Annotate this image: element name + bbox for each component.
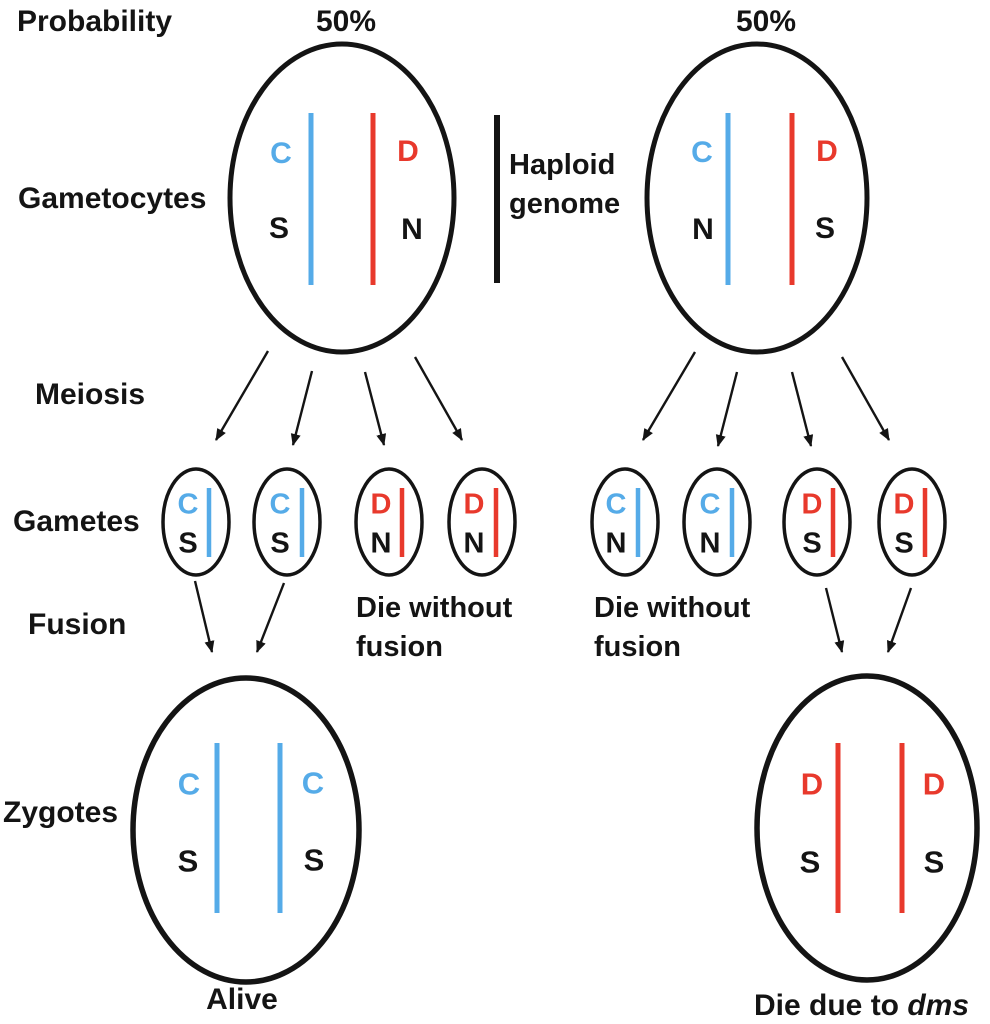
- gamete-cell: [161, 467, 231, 577]
- allele-letter: C: [605, 488, 627, 521]
- left-zygote-cell: [130, 675, 362, 985]
- meiosis-arrow: [413, 356, 464, 441]
- gamete-cell: [354, 467, 424, 577]
- right-probability-value: 50%: [735, 5, 797, 38]
- right-die-without-fusion-note: Die without fusion: [594, 592, 751, 663]
- meiosis-arrow: [214, 350, 270, 441]
- gamete-cell: [590, 467, 660, 577]
- allele-letter: N: [370, 527, 392, 560]
- allele-letter: N: [605, 527, 627, 560]
- allele-letter: D: [922, 766, 946, 802]
- meiosis-arrow: [290, 370, 314, 446]
- row-label-gametes: Gametes: [13, 505, 140, 538]
- dms-gene-name: dms: [907, 989, 970, 1022]
- allele-letter: S: [802, 527, 822, 560]
- fusion-arrow: [255, 582, 286, 653]
- fusion-arrow: [824, 587, 845, 653]
- left-gametocyte-cell: [227, 41, 457, 355]
- allele-letter: C: [177, 488, 199, 521]
- gamete-cell: [782, 467, 852, 577]
- row-label-probability: Probability: [17, 5, 173, 38]
- allele-letter: D: [397, 135, 419, 168]
- meiosis-arrow: [363, 371, 387, 446]
- right-gametocyte-cell: [644, 41, 870, 355]
- allele-letter: C: [699, 488, 721, 521]
- allele-letter: C: [269, 488, 291, 521]
- allele-letter: D: [801, 488, 823, 521]
- fusion-arrow: [886, 587, 913, 653]
- allele-letter: D: [893, 488, 915, 521]
- allele-letter: C: [270, 137, 292, 170]
- gamete-cell: [877, 467, 947, 577]
- allele-letter: D: [370, 488, 392, 521]
- allele-letter: S: [894, 527, 914, 560]
- allele-letter: N: [692, 213, 714, 246]
- meiosis-arrow: [790, 371, 814, 447]
- allele-letter: D: [800, 766, 824, 802]
- gamete-cell: [447, 467, 517, 577]
- allele-letter: S: [303, 842, 325, 878]
- gamete-cell: [682, 467, 752, 577]
- left-probability-value: 50%: [315, 5, 377, 38]
- row-label-zygotes: Zygotes: [3, 796, 119, 829]
- row-label-fusion: Fusion: [28, 608, 127, 641]
- left-die-without-fusion-note: Die without fusion: [356, 592, 513, 663]
- allele-letter: S: [270, 527, 290, 560]
- gamete-cell: [252, 467, 322, 577]
- fusion-arrow: [193, 580, 215, 653]
- allele-letter: C: [691, 136, 713, 169]
- allele-letter: N: [401, 213, 423, 246]
- haploid-genome-label: Haploid genome: [509, 149, 621, 220]
- allele-letter: C: [301, 765, 325, 801]
- meiosis-arrow: [641, 351, 697, 441]
- allele-letter: C: [177, 766, 201, 802]
- meiosis-arrow: [715, 371, 739, 447]
- die-due-to-dms-caption: Die due to dms: [754, 988, 969, 1024]
- row-label-meiosis: Meiosis: [35, 378, 146, 411]
- row-label-gametocytes: Gametocytes: [18, 182, 207, 215]
- alive-caption: Alive: [206, 983, 278, 1016]
- allele-letter: D: [463, 488, 485, 521]
- right-zygote-cell: [754, 673, 980, 983]
- allele-letter: S: [799, 844, 821, 880]
- allele-letter: S: [923, 844, 945, 880]
- allele-letter: S: [814, 212, 836, 245]
- meiosis-arrow: [840, 356, 891, 441]
- allele-letter: D: [816, 135, 838, 168]
- allele-letter: S: [178, 527, 198, 560]
- allele-letter: N: [699, 527, 721, 560]
- allele-letter: S: [268, 212, 290, 245]
- allele-letter: S: [177, 843, 199, 879]
- caption-prefix: Die due to: [754, 989, 908, 1022]
- allele-letter: N: [463, 527, 485, 560]
